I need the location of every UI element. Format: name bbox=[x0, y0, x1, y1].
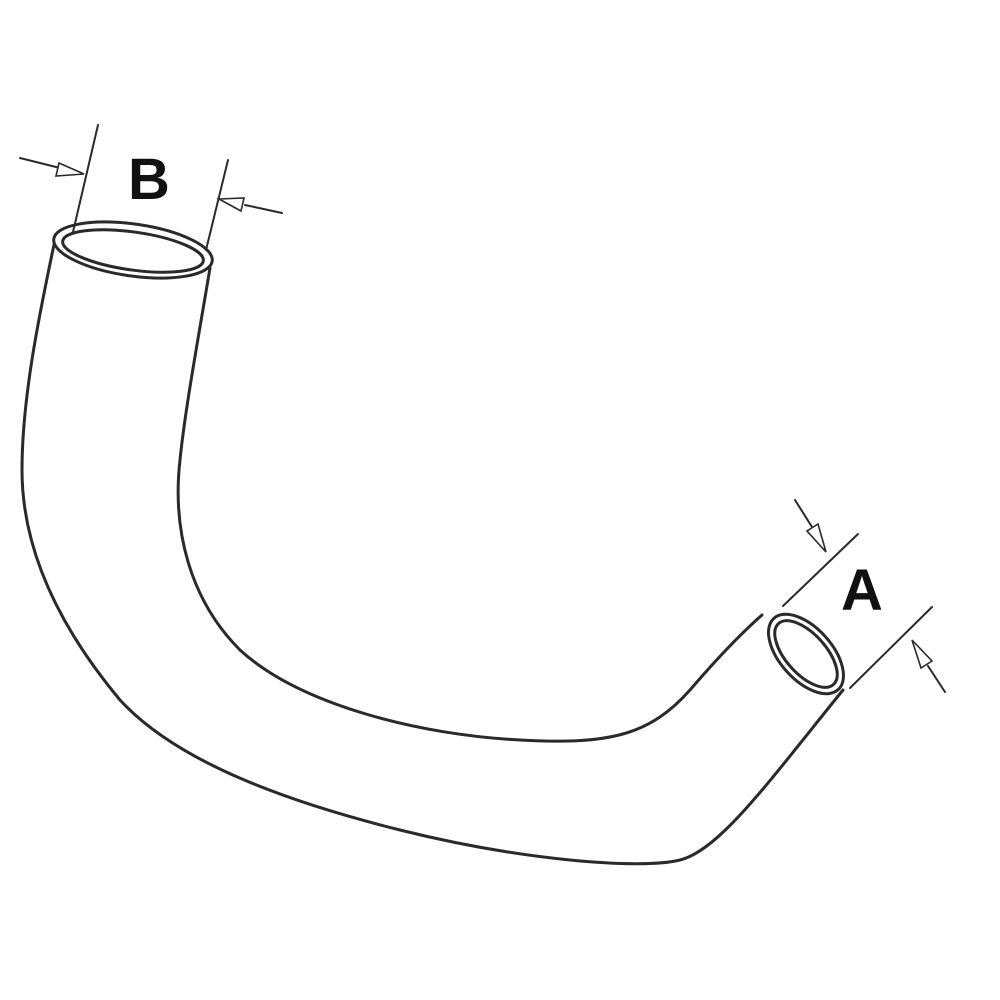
dimension-a-extension-top bbox=[782, 533, 859, 607]
hose-inner-edge bbox=[176, 266, 764, 743]
dimension-b-arrow-left bbox=[54, 161, 85, 177]
dimension-b: B bbox=[19, 124, 283, 251]
hose-body bbox=[20, 238, 845, 866]
hose-end-a-inner-rim bbox=[773, 619, 839, 689]
dimension-a-leader-bottom bbox=[927, 665, 946, 693]
dimension-b-label: B bbox=[128, 147, 170, 212]
dimension-b-extension-left bbox=[72, 124, 99, 233]
dimension-a-arrow-bottom bbox=[911, 639, 934, 670]
hose-end-b bbox=[52, 220, 214, 280]
dimension-a-label: A bbox=[841, 558, 883, 623]
hose-outer-edge bbox=[20, 238, 845, 866]
dimension-a-arrow-top bbox=[805, 522, 827, 553]
dimension-b-leader-right bbox=[244, 204, 283, 214]
dimension-a-extension-bottom bbox=[849, 606, 933, 689]
dimension-a-leader-top bbox=[794, 499, 813, 528]
dimension-b-leader-left bbox=[19, 157, 61, 169]
dimension-b-extension-right bbox=[205, 159, 229, 251]
hose-end-a bbox=[767, 612, 845, 696]
hose-end-b-inner-rim bbox=[61, 228, 205, 274]
dimension-a: A bbox=[782, 499, 946, 693]
dimension-b-arrow-right bbox=[216, 197, 246, 213]
